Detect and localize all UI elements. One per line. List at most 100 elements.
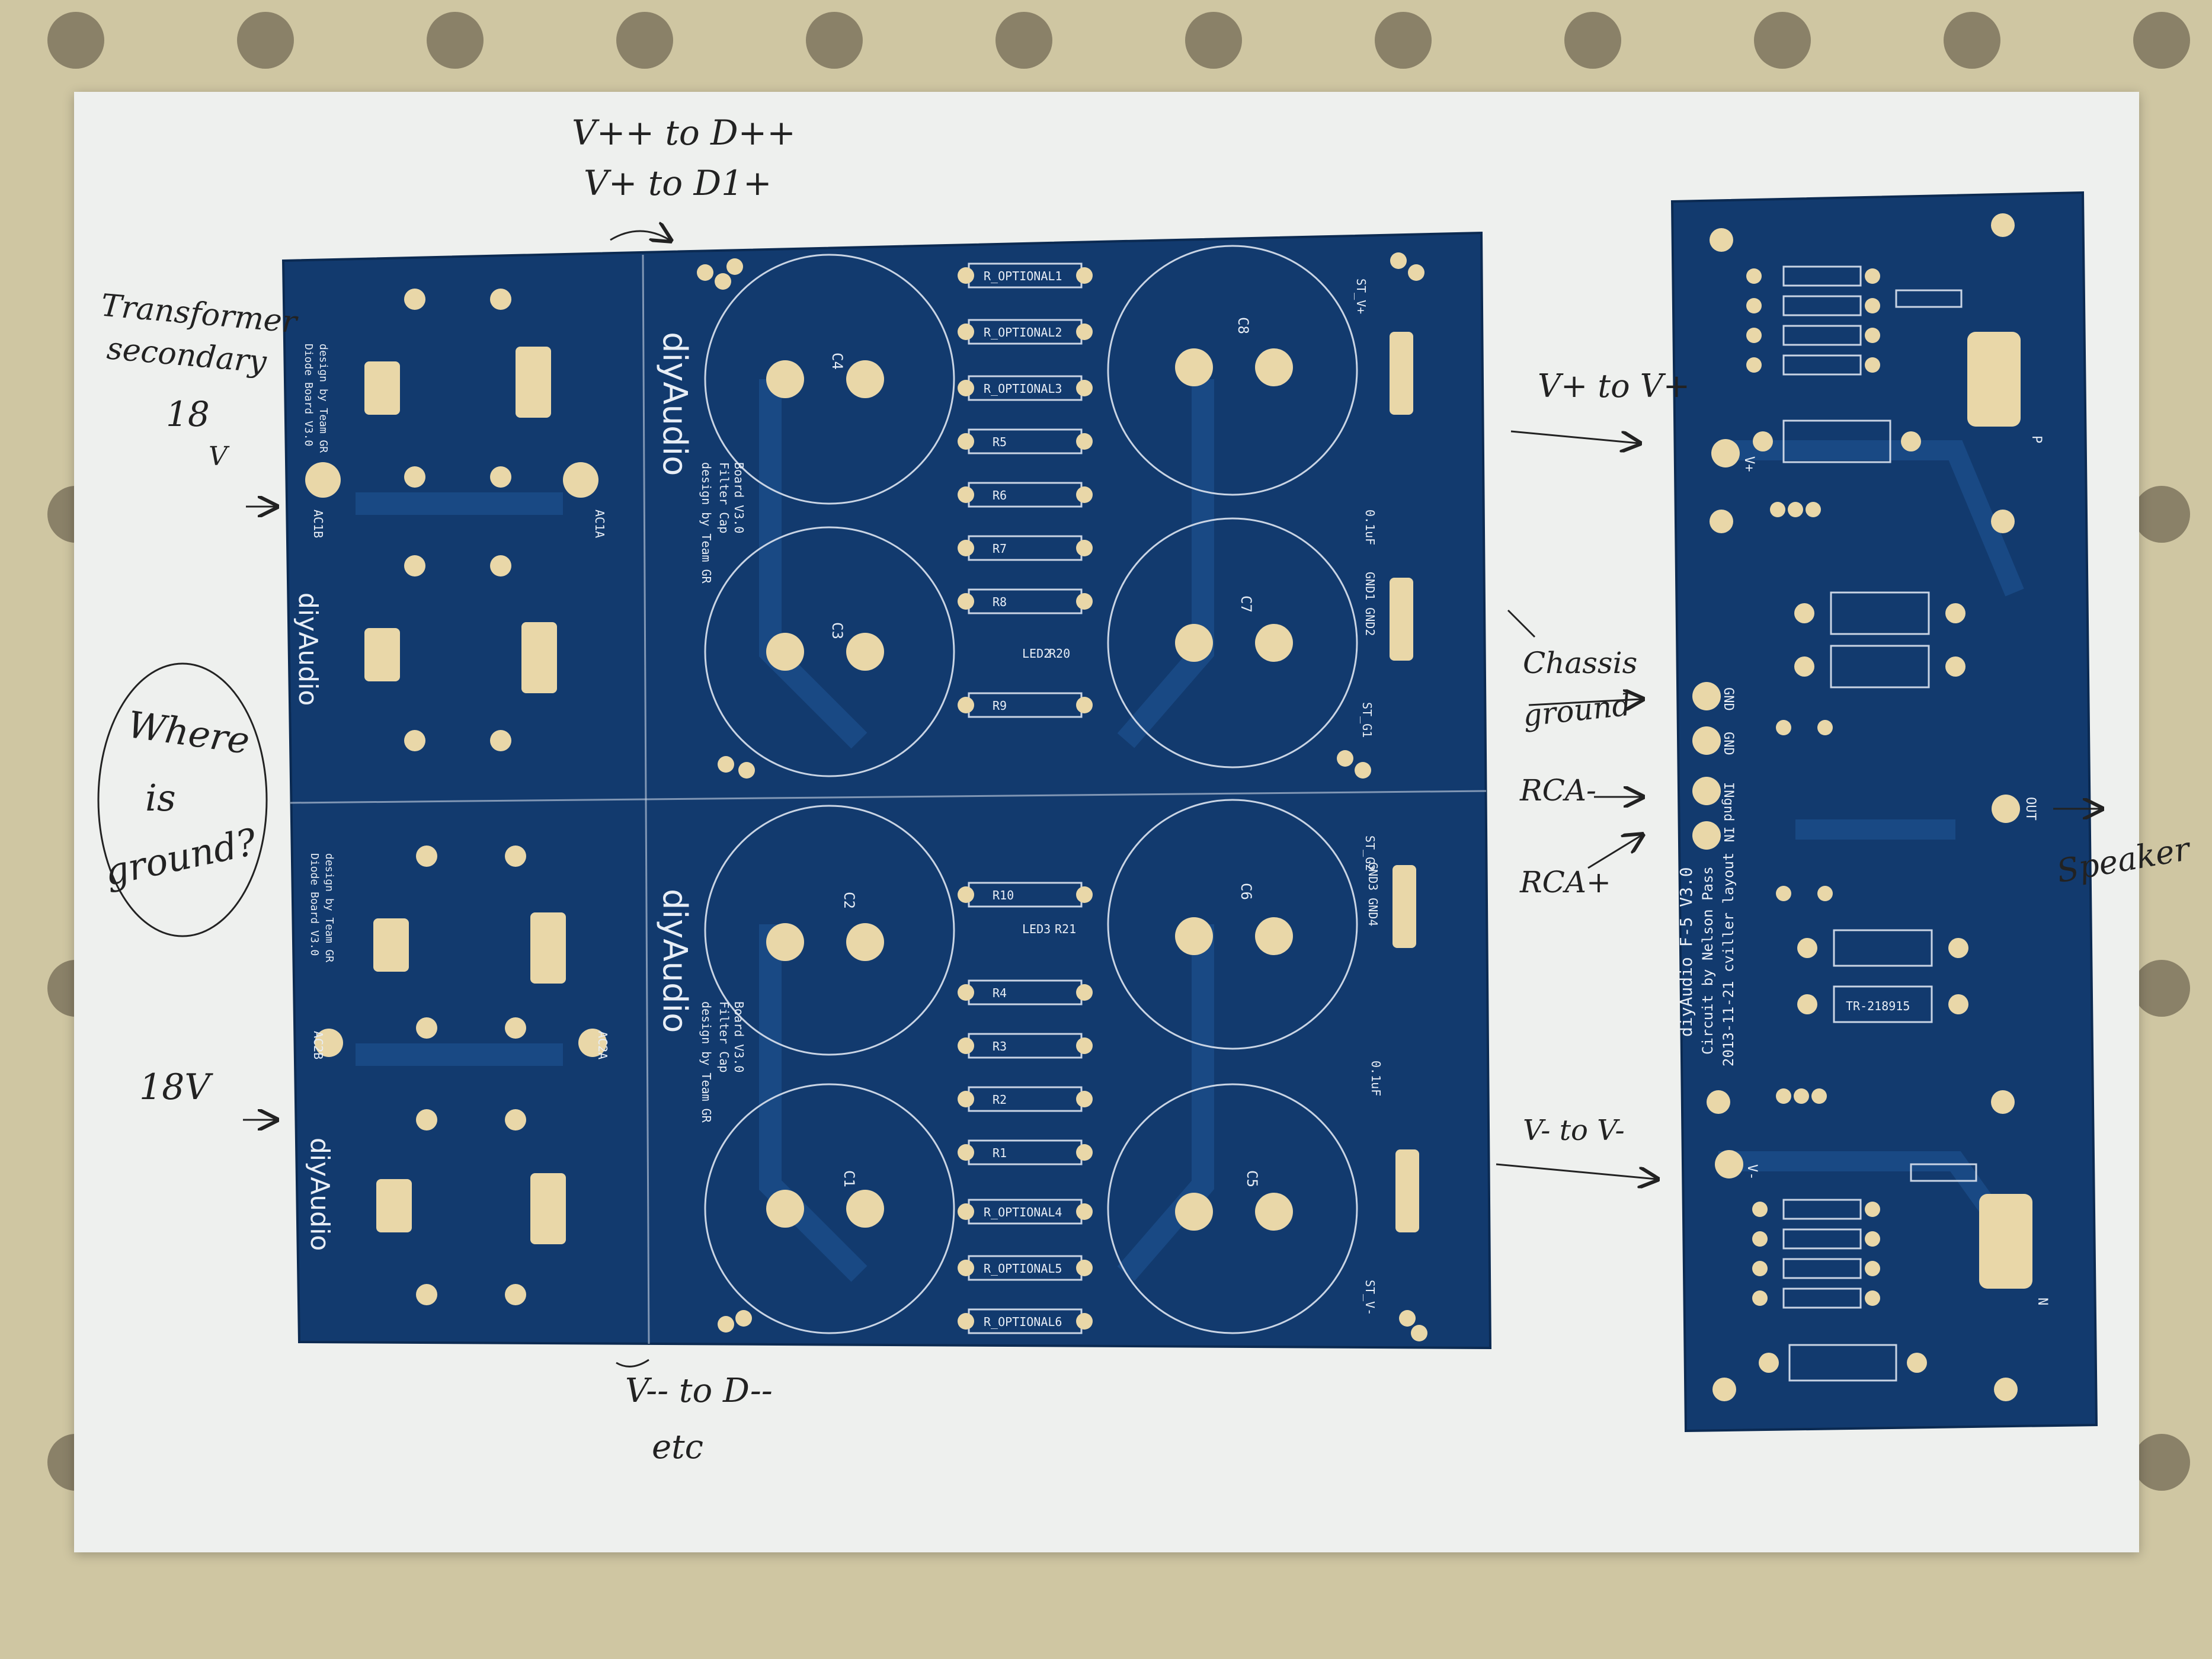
design-credit: design by Team GR bbox=[699, 1001, 713, 1123]
filter-board-label: Board V3.0 bbox=[732, 1001, 746, 1072]
part-number-label: TR-218915 bbox=[1846, 999, 1910, 1013]
terminal-label: GND3 GND4 bbox=[1366, 862, 1380, 926]
polka-dot bbox=[616, 12, 673, 69]
cap-label-c1: C1 bbox=[841, 1170, 857, 1187]
p-label: P bbox=[2029, 435, 2044, 443]
polka-dot bbox=[237, 12, 294, 69]
diode-board-label: Diode Board V3.0 bbox=[302, 344, 315, 446]
cap-value-label: 0.1uF bbox=[1363, 510, 1377, 545]
vminus-label: V- bbox=[1744, 1164, 1759, 1180]
polka-dot bbox=[2133, 486, 2190, 543]
annotation-right-vminus: V- to V- bbox=[1523, 1114, 1625, 1147]
cap-label-c4: C4 bbox=[829, 353, 846, 370]
polka-dot bbox=[1185, 12, 1242, 69]
resistor-label: R8 bbox=[993, 595, 1007, 609]
resistor-label: R_OPTIONAL5 bbox=[984, 1261, 1062, 1276]
polka-dot bbox=[47, 12, 104, 69]
polka-dot bbox=[427, 12, 484, 69]
resistor-label: R_OPTIONAL1 bbox=[984, 269, 1062, 283]
resistor-label: R7 bbox=[993, 542, 1007, 556]
led-label: LED3 bbox=[1022, 922, 1051, 936]
power-supply-pcb: C4 C3 C2 C1 C8 C7 C6 C5 R_OPTIONAL1 R_OP… bbox=[281, 231, 1492, 1350]
diode-board-label: Diode Board V3.0 bbox=[308, 853, 321, 956]
resistor-label: R_OPTIONAL3 bbox=[984, 382, 1062, 396]
terminal-label: ST_V+ bbox=[1354, 278, 1368, 314]
n-label: N bbox=[2035, 1298, 2050, 1305]
resistor-label: R1 bbox=[993, 1146, 1007, 1160]
polka-dot bbox=[806, 12, 863, 69]
resistor-label: R_OPTIONAL2 bbox=[984, 325, 1062, 340]
polka-dot bbox=[1375, 12, 1432, 69]
polka-dot bbox=[2133, 1434, 2190, 1491]
annotation-top-line1: V++ to D++ bbox=[572, 113, 796, 153]
resistor-label: R6 bbox=[993, 488, 1007, 502]
resistor-label: R21 bbox=[1055, 922, 1076, 936]
annotation-right-vplus: V+ to V+ bbox=[1538, 367, 1691, 405]
annotation-transformer-3: 18 bbox=[166, 394, 210, 434]
diode-pads bbox=[305, 252, 1427, 1341]
resistor-label: R4 bbox=[993, 986, 1007, 1000]
terminal-label: GND1 GND2 bbox=[1363, 572, 1377, 636]
polka-dot bbox=[2133, 12, 2190, 69]
ac-label: AC1A bbox=[593, 510, 607, 538]
in-label: IN bbox=[1721, 827, 1736, 843]
filter-board-label: Board V3.0 bbox=[732, 462, 746, 533]
design-credit: design by Team GR bbox=[323, 853, 335, 962]
amp-resistor-outlines bbox=[1782, 265, 1977, 1382]
ac-label: AC2A bbox=[596, 1031, 610, 1059]
filter-board-label: Filter Cap bbox=[717, 462, 731, 533]
vplus-label: V+ bbox=[1742, 456, 1756, 472]
cap-label-c6: C6 bbox=[1238, 883, 1254, 900]
cap-label-c5: C5 bbox=[1244, 1170, 1260, 1187]
resistor-label: R3 bbox=[993, 1039, 1007, 1053]
brand-label: diyAudio bbox=[655, 332, 694, 476]
gnd-label: GND bbox=[1721, 732, 1736, 755]
terminal-label: ST_V- bbox=[1363, 1280, 1377, 1315]
terminal-label: ST_G2 bbox=[1363, 835, 1377, 871]
resistor-label: R_OPTIONAL4 bbox=[984, 1205, 1062, 1219]
annotation-right-rca-minus: RCA- bbox=[1520, 773, 1596, 808]
brand-label: diyAudio bbox=[305, 1138, 335, 1251]
gnd-label: GND bbox=[1721, 687, 1736, 711]
ac-label: AC2B bbox=[311, 1031, 325, 1059]
amp-resistor-pads bbox=[1746, 268, 1968, 1373]
annotation-top-line2: V+ to D1+ bbox=[584, 163, 772, 203]
amp-date: 2013-11-21 cviller layout bbox=[1720, 853, 1737, 1066]
polka-dot bbox=[2133, 960, 2190, 1017]
polka-dot bbox=[1944, 12, 2000, 69]
polka-dot bbox=[1754, 12, 1811, 69]
ingnd-label: INgnd bbox=[1721, 782, 1736, 821]
brand-label: diyAudio bbox=[293, 592, 323, 706]
cap-label-c3: C3 bbox=[829, 622, 846, 639]
amp-terminal-pads bbox=[1692, 332, 2032, 1289]
annotation-right-rca-plus: RCA+ bbox=[1520, 865, 1611, 899]
copper-traces bbox=[356, 379, 1214, 1282]
annotation-transformer-4: V bbox=[209, 441, 228, 472]
amplifier-pcb: diyAudio F-5 V3.0 Circuit by Nelson Pass… bbox=[1670, 191, 2098, 1433]
resistor-label: R10 bbox=[993, 888, 1014, 902]
filter-board-label: Filter Cap bbox=[717, 1001, 731, 1072]
cap-label-c7: C7 bbox=[1238, 595, 1254, 613]
ac-label: AC1B bbox=[311, 510, 325, 538]
cap-label-c2: C2 bbox=[841, 892, 857, 909]
polka-dot bbox=[1564, 12, 1621, 69]
resistor-label: R_OPTIONAL6 bbox=[984, 1315, 1062, 1329]
resistor-pads bbox=[958, 267, 1093, 1330]
amp-credit: Circuit by Nelson Pass bbox=[1699, 866, 1716, 1055]
amp-mounting-holes bbox=[1707, 213, 2018, 1401]
cap-value-label: 0.1uF bbox=[1369, 1061, 1383, 1096]
brand-label: diyAudio bbox=[655, 889, 694, 1033]
handwritten-arrows bbox=[97, 231, 2101, 1367]
cap-label-c8: C8 bbox=[1235, 317, 1251, 334]
resistor-label: R5 bbox=[993, 435, 1007, 449]
led-label: LED2 bbox=[1022, 646, 1051, 661]
resistor-label: R9 bbox=[993, 699, 1007, 713]
amp-title: diyAudio F-5 V3.0 bbox=[1676, 867, 1696, 1037]
out-label: OUT bbox=[2023, 797, 2038, 821]
design-credit: design by Team GR bbox=[699, 462, 713, 584]
annotation-bottom-2: etc bbox=[652, 1428, 704, 1466]
capacitor-pads bbox=[766, 348, 1293, 1231]
resistor-label: R2 bbox=[993, 1093, 1007, 1107]
